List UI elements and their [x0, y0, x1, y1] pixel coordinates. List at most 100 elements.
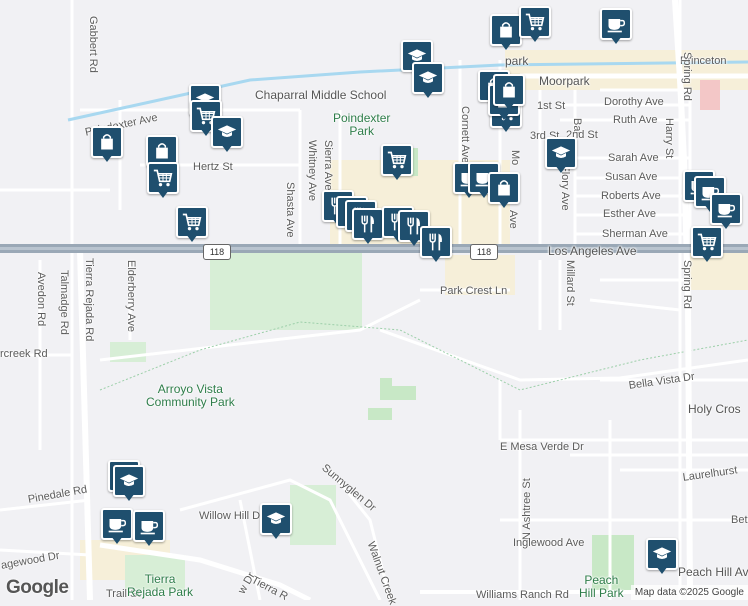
google-logo: Google [6, 577, 69, 598]
cafe-icon [716, 199, 736, 219]
cafe-pin[interactable] [600, 8, 632, 46]
pin-pointer [500, 42, 512, 50]
pin-pointer [270, 531, 282, 539]
street-label: N Ashtree St [521, 478, 533, 540]
pin-pointer [200, 128, 212, 136]
pin-pointer [362, 236, 374, 244]
street-label: Dorothy Ave [604, 96, 664, 108]
school-icon [119, 471, 139, 491]
school-icon [266, 509, 286, 529]
cafe-icon [107, 514, 127, 534]
school-icon [418, 68, 438, 88]
pin-pointer [221, 144, 233, 152]
street-label: Princeton [680, 55, 727, 67]
school-pin[interactable] [211, 116, 243, 154]
pin-pointer [186, 234, 198, 242]
street-label: Los Angeles Ave [548, 244, 637, 258]
park-label: Arroyo Vista Community Park [146, 382, 235, 409]
park-label: Tierra Rejada Park [127, 572, 194, 599]
street-label: Sherman Ave [602, 228, 668, 240]
pin-pointer [422, 90, 434, 98]
pin-pointer [463, 190, 475, 198]
pin-pointer [701, 254, 713, 262]
park-label: Peach Hill Park [579, 573, 624, 600]
street-label: Trail St [106, 588, 141, 600]
shopping-pin[interactable] [490, 14, 522, 52]
street-label: Esther Ave [603, 208, 656, 220]
street-label: Peach Hill Av [678, 565, 748, 579]
street-label: Spring Rd [681, 52, 693, 101]
school-label: Chaparral Middle School [255, 88, 387, 102]
street-label: Avedon Rd [35, 272, 47, 327]
pin-pointer [391, 172, 403, 180]
street-label: Park Crest Ln [440, 285, 508, 297]
grocery-icon [182, 212, 202, 232]
street-label: Shasta Ave [284, 182, 296, 238]
place-label: Holy Cros [688, 402, 741, 416]
cafe-icon [139, 516, 159, 536]
school-pin[interactable] [412, 62, 444, 100]
street-label: E Mesa Verde Dr [500, 441, 584, 453]
highway-shield: 118 [470, 244, 498, 260]
school-pin[interactable] [260, 503, 292, 541]
grocery-icon [697, 232, 717, 252]
street-label: 1st St [537, 100, 566, 112]
street-label: Spring Rd [681, 260, 693, 309]
restaurant-icon [358, 214, 378, 234]
grocery-pin[interactable] [691, 226, 723, 264]
highway-shield: 118 [203, 244, 231, 260]
street-label: Gabbert Rd [87, 16, 99, 73]
pin-pointer [143, 538, 155, 546]
pin-pointer [720, 221, 732, 229]
shopping-pin[interactable] [493, 74, 525, 112]
shopping-icon [499, 80, 519, 100]
street-label: rcreek Rd [0, 348, 48, 360]
pin-pointer [529, 34, 541, 42]
street-label: Willow Hill Dr [199, 510, 264, 522]
street-label: Harry St [663, 118, 675, 159]
pin-pointer [498, 112, 510, 120]
street-label: Millard St [564, 260, 576, 306]
grocery-icon [387, 150, 407, 170]
school-icon [551, 143, 571, 163]
school-pin[interactable] [545, 137, 577, 175]
street-label: Hertz St [193, 161, 233, 173]
restaurant-pin[interactable] [352, 208, 384, 246]
shopping-icon [97, 132, 117, 152]
grocery-pin[interactable] [176, 206, 208, 244]
pin-pointer [101, 154, 113, 162]
cafe-pin[interactable] [710, 193, 742, 231]
grocery-pin[interactable] [519, 6, 551, 44]
street-label: Ruth Ave [613, 114, 658, 126]
pin-pointer [111, 536, 123, 544]
grocery-pin[interactable] [381, 144, 413, 182]
pin-pointer [656, 566, 668, 574]
street-label: Whitney Ave [306, 140, 318, 201]
pin-pointer [503, 102, 515, 110]
restaurant-icon [426, 232, 446, 252]
street-label: Elderberry Ave [125, 260, 137, 332]
cafe-pin[interactable] [133, 510, 165, 548]
shopping-icon [496, 20, 516, 40]
pin-pointer [123, 493, 135, 501]
street-label: Tierra Rejada Rd [83, 258, 95, 342]
shopping-pin[interactable] [488, 172, 520, 210]
street-label: Cornett Ave [459, 106, 471, 164]
street-label: Inglewood Ave [513, 537, 585, 549]
shopping-pin[interactable] [91, 126, 123, 164]
park-label: Poindexter Park [333, 111, 391, 138]
map-attribution: Map data ©2025 Google [630, 585, 748, 600]
street-label: Talmadge Rd [58, 270, 70, 335]
grocery-icon [525, 12, 545, 32]
restaurant-pin[interactable] [420, 226, 452, 264]
grocery-icon [153, 168, 173, 188]
pin-pointer [610, 36, 622, 44]
pin-pointer [478, 190, 490, 198]
grocery-pin[interactable] [147, 162, 179, 200]
city-label: park [505, 54, 529, 68]
cafe-pin[interactable] [101, 508, 133, 546]
school-pin[interactable] [646, 538, 678, 576]
school-icon [407, 46, 427, 66]
shopping-icon [494, 178, 514, 198]
school-pin[interactable] [113, 465, 145, 503]
